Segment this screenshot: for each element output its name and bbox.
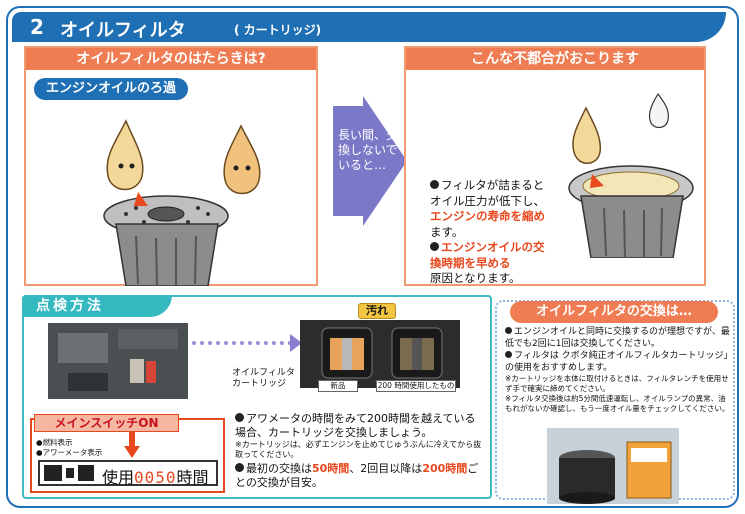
meter-legend: ●燃料表示 ●アワーメータ表示 [36,438,103,457]
bullet-icon [505,351,512,358]
transition-arrow [333,96,407,226]
replacement-item-1: エンジンオイルと同時に交換するのが理想ですが、最低でも2回に1回は交換してくださ… [505,327,730,349]
bullet-icon [235,463,244,472]
replacement-text: エンジンオイルと同時に交換するのが理想ですが、最低でも2回に1回は交換してくださ… [505,326,730,414]
pointer-arrow-icon [290,334,302,352]
filter-cutaway-photo [300,320,460,388]
filter-product-photo [547,428,679,504]
engine-photo [48,323,188,399]
inspection-panel: 点検方法 [22,295,492,499]
problems-panel: こんな不都合がおこります [404,46,706,286]
bullet-icon [430,242,439,251]
label-used-filter: 200 時間使用したもの [376,380,456,392]
gauge-icon [44,465,94,481]
filter-product-graphic [547,428,679,504]
inspection-text: アワメータの時間をみて200時間を越えている場合、カートリッジを交換しましょう。… [235,412,485,490]
bullet-icon [430,180,439,189]
inspection-note-1: ※カートリッジは、必ずエンジンを止めてじゅうぶんに冷えてから抜取ってください。 [235,440,482,459]
replacement-heading: オイルフィルタの交換は… [510,301,718,323]
replacement-item-2: フィルタは クボタ純正オイルフィルタカートリッジ」の使用をおすすめします。 [505,351,729,373]
problems-text: フィルタが詰まるとオイル圧力が低下し、エンジンの寿命を縮めます。 エンジンオイル… [430,178,554,287]
problem-item-1: フィルタが詰まるとオイル圧力が低下し、エンジンの寿命を縮めます。 [430,178,545,239]
inspection-item-1: アワメータの時間をみて200時間を越えている場合、カートリッジを交換しましょう。 [235,412,476,439]
engine-graphic [48,323,188,399]
hour-digits: 0050 [134,468,177,487]
down-arrow-icon [124,432,140,458]
replacement-note-2: ※フィルタ交換後は約5分間低速運転し、オイルランプの異常、油もれがないか確認し、… [505,394,730,413]
section-subtitle: ( カートリッジ) [234,23,322,37]
problem-emphasis-1: エンジンの寿命を縮め [430,209,545,223]
inspection-item-2: 最初の交換は50時間、2回目以降は200時間ごとの交換が目安。 [235,462,479,489]
filter-illustration [103,119,261,286]
pointer-dotted-line [192,341,292,345]
filter-cutaway-graphic [300,320,460,388]
dirty-tag: 汚れ [358,303,396,319]
problems-heading: こんな不都合がおこります [406,48,704,70]
filter-location-label: オイルフィルタ カートリッジ [232,368,295,389]
oil-filtration-pill: エンジンオイルのろ過 [34,78,189,100]
inspection-heading: 点検方法 [22,295,172,317]
hour-meter-display: 使用0050時間 [38,460,218,487]
how-it-works-panel: オイルフィルタのはたらきは? エンジンオイルのろ過 [24,46,318,286]
section-title-bar: 2 オイルフィルタ ( カートリッジ) [12,12,726,42]
bullet-icon [235,413,244,422]
clogged-filter-illustration [568,92,694,258]
hour-meter-readout: 使用0050時間 [102,468,209,487]
section-title: オイルフィルタ [60,20,186,41]
replacement-note-1: ※カートリッジを本体に取付けるときは、フィルタレンチを使用せず手で確実に締めてく… [505,374,729,393]
problem-emphasis-2: エンジンオイルの交換時期を早める [430,240,545,270]
section-number: 2 [30,15,44,39]
transition-arrow-text: 長い間、交換しないでいると… [338,128,399,172]
how-it-works-heading: オイルフィルタのはたらきは? [26,48,316,70]
problem-item-2: エンジンオイルの交換時期を早める 原因となります。 [430,240,545,285]
oil-drop-characters [106,119,261,195]
bullet-icon [505,327,512,334]
main-switch-heading: メインスイッチON [34,414,179,432]
label-new-filter: 新品 [318,380,358,392]
